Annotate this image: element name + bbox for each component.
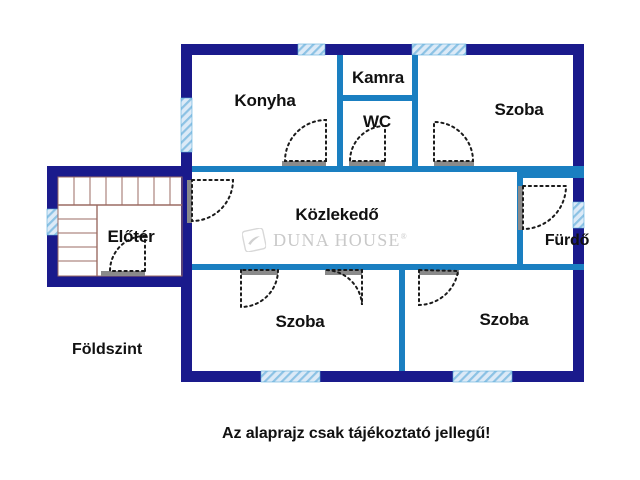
room-label-konyha: Konyha xyxy=(234,91,296,110)
room-label-szoba-top-right: Szoba xyxy=(494,100,544,119)
windows xyxy=(46,43,585,383)
doors xyxy=(101,118,568,309)
room-label-eloter: Előtér xyxy=(107,227,155,246)
staircase xyxy=(57,176,183,277)
room-label-furdo: Fürdő xyxy=(544,232,590,249)
exterior-walls xyxy=(47,44,584,382)
room-label-kozlekedo: Közlekedő xyxy=(295,205,379,224)
disclaimer-text: Az alaprajz csak tájékoztató jellegű! xyxy=(222,425,491,442)
room-label-kamra: Kamra xyxy=(352,68,404,87)
floor-level-label: Földszint xyxy=(72,341,143,358)
room-label-wc: WC xyxy=(363,112,391,131)
room-label-szoba-bottom-left: Szoba xyxy=(275,312,325,331)
room-label-szoba-bottom-right: Szoba xyxy=(479,310,529,329)
